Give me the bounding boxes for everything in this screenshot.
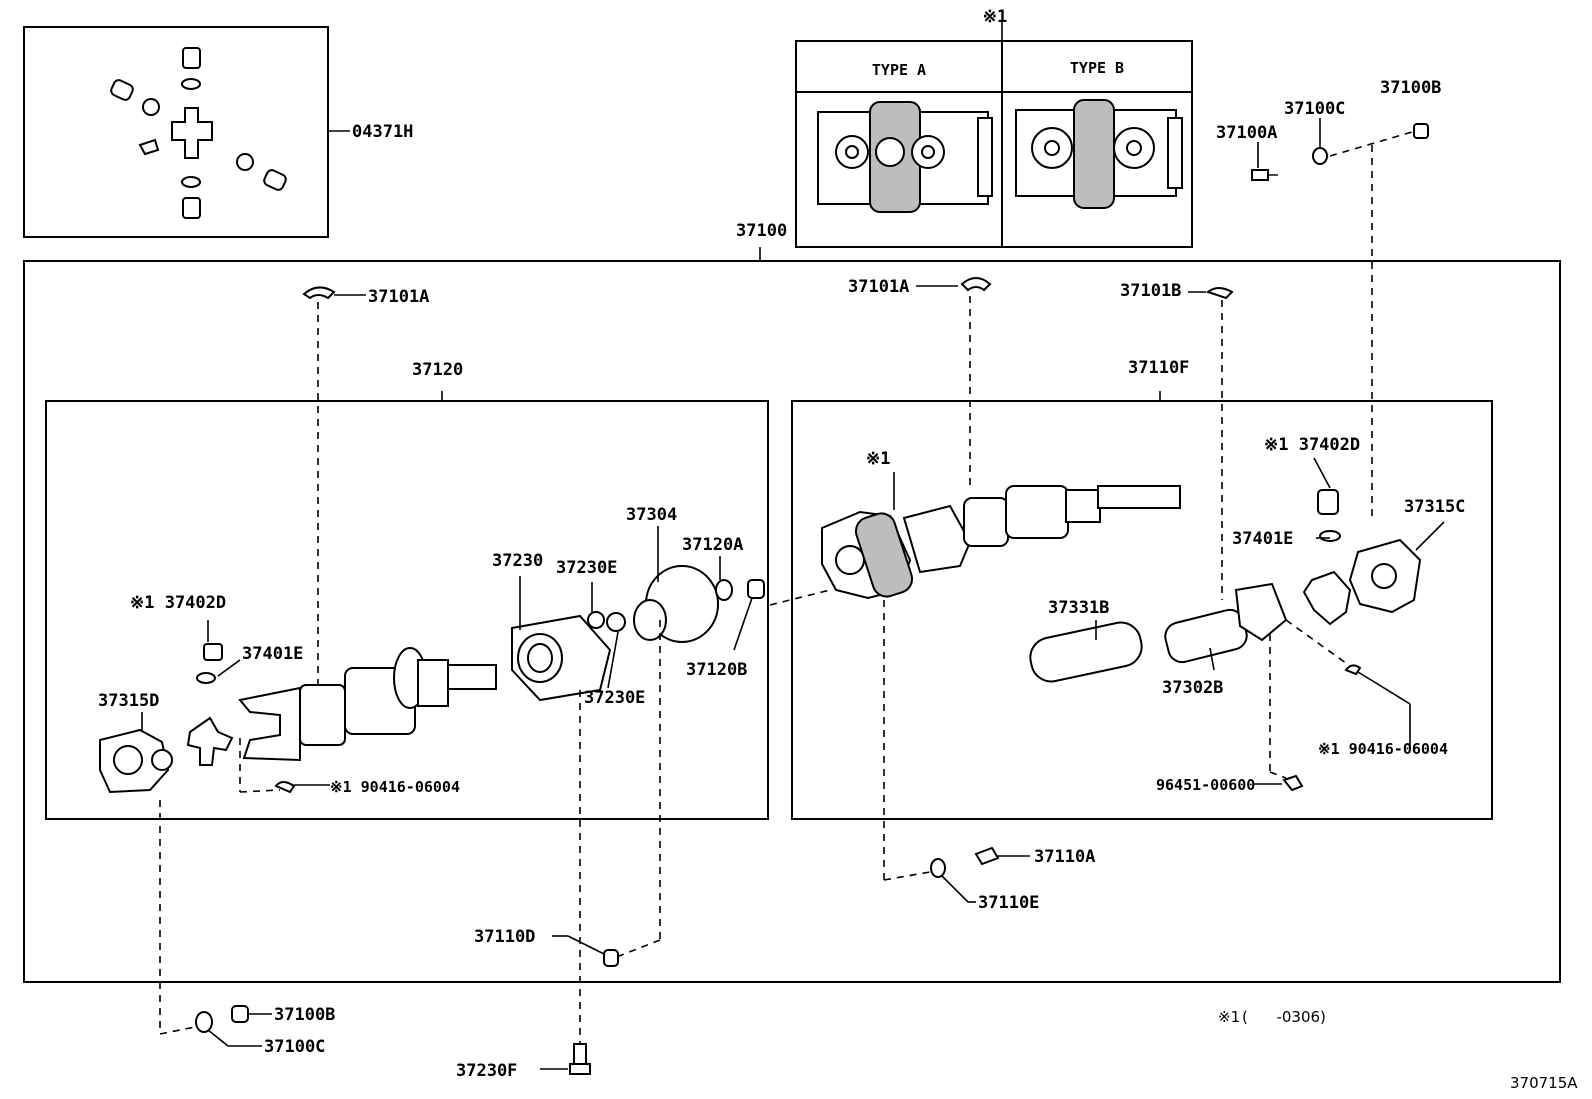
rear-shaft-box <box>791 400 1493 820</box>
footnote-text: ( -0306) <box>1242 1008 1326 1026</box>
label-37302B: 37302B <box>1162 678 1223 698</box>
label-37101B: 37101B <box>1120 281 1181 301</box>
label-37100A: 37100A <box>1216 123 1277 143</box>
label-37230E-bot: 37230E <box>584 688 645 708</box>
type-b-label: TYPE B <box>1070 59 1124 77</box>
label-37230: 37230 <box>492 551 543 571</box>
label-37315C: 37315C <box>1404 497 1465 517</box>
label-37101A-left: 37101A <box>368 287 429 307</box>
label-mark-center: ※1 <box>866 449 890 469</box>
footnote-mark: ※1 <box>1218 1008 1240 1026</box>
label-37101A-mid: 37101A <box>848 277 909 297</box>
label-37100B-bot: 37100B <box>274 1005 335 1025</box>
label-37110A: 37110A <box>1034 847 1095 867</box>
top-right-fasteners <box>1251 118 1429 520</box>
type-b-joint <box>1015 99 1183 209</box>
label-37402D-right: ※1 37402D <box>1264 435 1360 455</box>
label-37120B: 37120B <box>686 660 747 680</box>
label-37120A: 37120A <box>682 535 743 555</box>
bottom-fasteners <box>195 935 619 1075</box>
mark-top: ※1 <box>983 7 1007 27</box>
label-37110F: 37110F <box>1128 358 1189 378</box>
joint-type-comparison-box <box>795 40 1193 248</box>
label-37230F: 37230F <box>456 1061 517 1081</box>
label-37110E: 37110E <box>978 893 1039 913</box>
type-a-label: TYPE A <box>872 61 926 79</box>
part-labels: ※1 TYPE A TYPE B 04371H 37100 37100A 371… <box>98 7 1578 1092</box>
label-90416-left: ※1 90416-06004 <box>330 778 460 796</box>
label-04371H: 04371H <box>352 122 413 142</box>
label-37100C-top: 37100C <box>1284 99 1345 119</box>
label-37331B: 37331B <box>1048 598 1109 618</box>
type-a-joint <box>817 101 993 213</box>
spider-kit-parts <box>110 47 287 219</box>
label-90416-right: ※1 90416-06004 <box>1318 740 1448 758</box>
label-37315D: 37315D <box>98 691 159 711</box>
label-37402D-left: ※1 37402D <box>130 593 226 613</box>
label-96451: 96451-00600 <box>1156 776 1255 794</box>
label-37230E-top: 37230E <box>556 558 617 578</box>
propeller-shaft-assembly-box <box>23 260 1561 983</box>
front-shaft-box <box>45 400 769 820</box>
label-37110D: 37110D <box>474 927 535 947</box>
front-leaders <box>141 457 1445 732</box>
label-37304: 37304 <box>626 505 677 525</box>
label-37100C-bot: 37100C <box>264 1037 325 1057</box>
illustration-number: 370715A <box>1510 1074 1578 1092</box>
spider-kit-box <box>23 26 329 238</box>
label-37100: 37100 <box>736 221 787 241</box>
rear-shaft-parts <box>821 277 1422 903</box>
front-shaft-parts <box>99 286 831 1064</box>
label-37401E-left: 37401E <box>242 644 303 664</box>
label-37120: 37120 <box>412 360 463 380</box>
label-37100B-top: 37100B <box>1380 78 1441 98</box>
label-37401E-right: 37401E <box>1232 529 1293 549</box>
